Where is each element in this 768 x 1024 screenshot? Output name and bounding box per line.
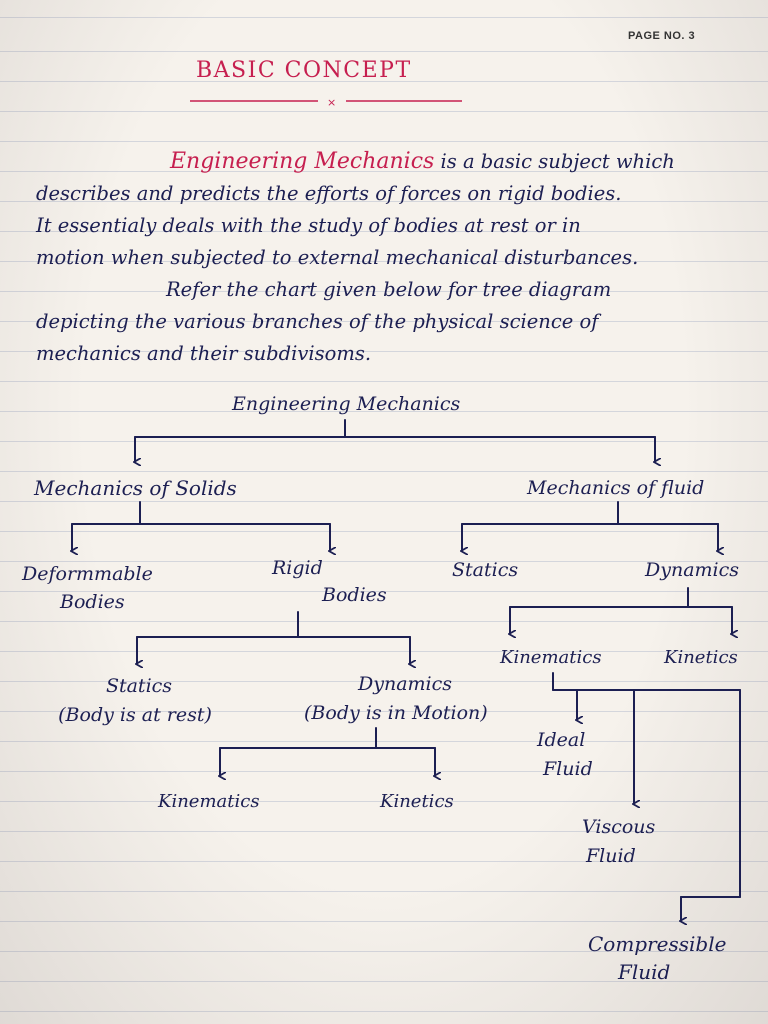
node-fluid-dynamics: Dynamics (645, 559, 740, 581)
node-deformable-line2: Bodies (60, 591, 125, 613)
intro-line-2: describes and predicts the efforts of fo… (36, 182, 622, 205)
intro-line-5: Refer the chart given below for tree dia… (166, 278, 612, 301)
node-rigid-line1: Rigid (272, 557, 323, 579)
node-dynamics-line2: (Body is in Motion) (304, 702, 488, 724)
intro-paragraph: Engineering Mechanics is a basic subject… (36, 146, 756, 370)
highlight-term: Engineering Mechanics (170, 149, 435, 174)
node-fluid-kinematics: Kinematics (500, 647, 602, 668)
node-fluid-statics: Statics (452, 559, 519, 581)
intro-line-7: mechanics and their subdivisoms. (36, 342, 372, 365)
node-viscous-line1: Viscous (582, 816, 656, 838)
node-ideal-line2: Fluid (543, 758, 593, 780)
node-solid-kinematics: Kinematics (158, 791, 260, 812)
node-statics-line2: (Body is at rest) (58, 704, 212, 726)
node-fluid-kinetics: Kinetics (664, 647, 738, 668)
node-solid-kinetics: Kinetics (380, 791, 454, 812)
node-dynamics-line1: Dynamics (357, 673, 453, 695)
intro-line-1: Engineering Mechanics is a basic subject… (170, 149, 675, 174)
node-statics-line1: Statics (105, 675, 173, 697)
node-viscous-line2: Fluid (586, 845, 636, 867)
intro-line-4: motion when subjected to external mechan… (36, 246, 639, 269)
node-ideal-line1: Ideal (537, 729, 586, 751)
page-title: BASIC CONCEPT (196, 58, 412, 83)
intro-line-3: It essentialy deals with the study of bo… (36, 214, 581, 237)
node-deformable-line1: Deformmable (22, 563, 153, 585)
node-engineering-mechanics: Engineering Mechanics (232, 393, 461, 415)
node-mechanics-of-fluid: Mechanics of fluid (527, 477, 705, 499)
node-compressible-line1: Compressible (588, 932, 727, 956)
page-number: PAGE NO. 3 (628, 30, 696, 42)
node-compressible-line2: Fluid (618, 960, 671, 984)
node-rigid-line2: Bodies (322, 584, 387, 606)
node-mechanics-of-solids: Mechanics of Solids (34, 476, 237, 500)
intro-line-6: depicting the various branches of the ph… (36, 310, 599, 333)
